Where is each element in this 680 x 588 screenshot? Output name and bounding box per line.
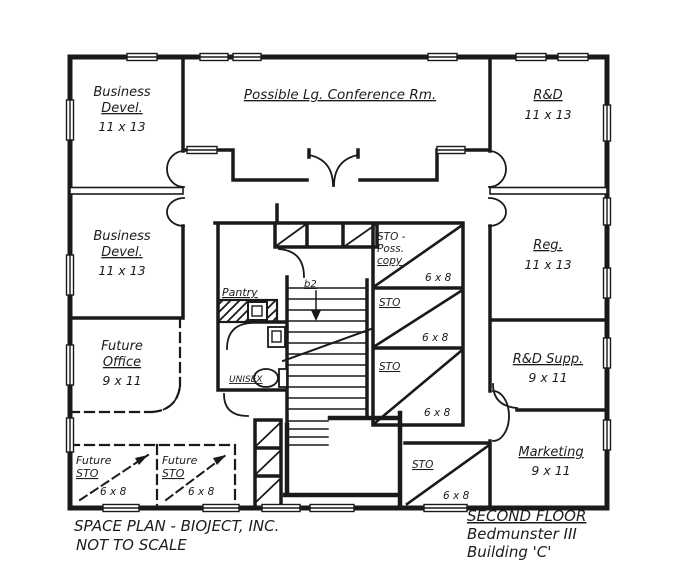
staircase [281,287,373,446]
future-sto-dashed-diagonals [78,453,228,502]
room-size: 11 x 13 [524,107,571,122]
room-label-unisex: UNISEX [229,375,263,385]
room-label-future-office: Future [101,339,143,354]
door-swing-arcs [166,150,518,442]
closet-cell-diagonals [254,223,377,504]
sink [267,326,286,348]
toilet-tank [278,368,288,388]
window-symbols [65,52,612,513]
diagonal-arrowhead [135,455,148,465]
room-size: 11 x 13 [98,263,145,278]
room-label-business-devel-1: Business [93,85,151,100]
room-label-marketing: Marketing [518,445,583,460]
svg-text:STO: STO [76,467,99,480]
room-size: 11 x 13 [98,119,145,134]
hollow-wall-left-divider [69,186,184,195]
hollow-wall-right-divider [489,186,608,195]
svg-text:Poss.: Poss. [377,243,404,255]
title-right-line2: Bedmunster III [467,525,577,543]
room-label-reg: Reg. [533,238,562,253]
restroom-fixtures [253,326,288,388]
room-size: 9 x 11 [102,373,141,388]
room-label-r-and-d-supp: R&D Supp. [513,352,583,367]
pantry-counter [216,298,279,324]
room-labels: Business Devel. 11 x 13 Possible Lg. Con… [76,85,584,502]
room-label-future-sto-2: Future [162,454,198,467]
room-size: 6 x 8 [424,407,451,419]
room-label-r-and-d: R&D [533,88,562,103]
title-left-line2: NOT TO SCALE [76,536,187,554]
room-size: 6 x 8 [188,486,215,498]
room-size: 9 x 11 [528,370,567,385]
title-block: SPACE PLAN - BIOJECT, INC. NOT TO SCALE … [74,507,586,561]
title-right-line3: Building 'C' [467,543,551,561]
svg-text:Devel.: Devel. [101,101,142,116]
room-size: 6 x 8 [422,332,449,344]
room-label-sto-poss-copy: STO - [377,231,406,243]
svg-text:Devel.: Devel. [101,245,142,260]
stair-label: b2 [304,279,317,290]
room-label-pantry: Pantry [222,286,258,299]
title-right-line1: SECOND FLOOR [467,507,586,525]
future-office-dashed-door-arc [151,384,182,413]
stair-break-line [281,327,373,363]
svg-text:STO: STO [162,467,185,480]
room-size: 6 x 8 [100,486,127,498]
exterior-walls [67,54,610,511]
toilet-bowl [253,368,279,388]
room-size: 11 x 13 [524,257,571,272]
room-label-conference: Possible Lg. Conference Rm. [244,87,436,103]
room-label-sto-mid: STO [379,297,400,309]
interior-walls [68,55,609,510]
pantry-sink [247,301,268,321]
room-label-sto-bottom: STO [412,459,433,471]
stair-arrowhead [311,310,321,321]
dashed-future-walls [68,316,237,510]
room-size: 6 x 8 [443,490,470,502]
title-left-line1: SPACE PLAN - BIOJECT, INC. [74,517,279,535]
svg-text:copy: copy [377,255,403,267]
room-label-business-devel-2: Business [93,229,151,244]
room-label-future-sto-1: Future [76,454,112,467]
room-label-sto-low: STO [379,361,400,373]
storage-cell-diagonals [373,224,490,506]
lobby-thick-walls [282,410,403,511]
room-size: 9 x 11 [531,463,570,478]
diagonal-arrowhead [213,455,226,465]
svg-text:Office: Office [103,355,141,370]
room-size: 6 x 8 [425,272,452,284]
